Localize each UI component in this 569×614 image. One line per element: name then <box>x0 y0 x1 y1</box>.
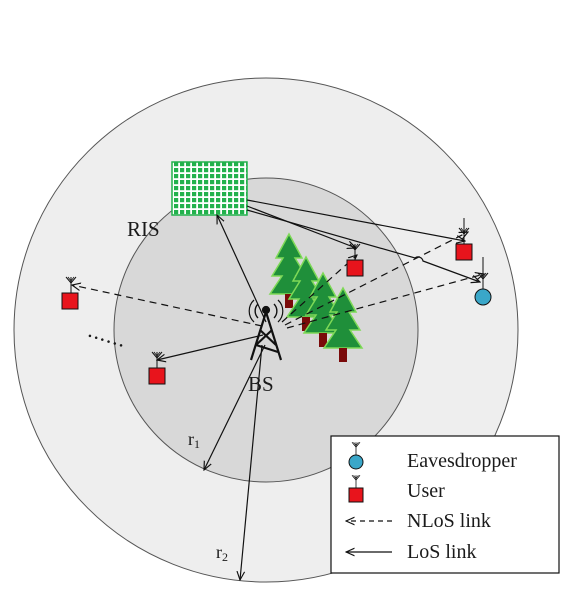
legend-item-nlos: NLoS link <box>346 510 491 532</box>
nlos-links <box>72 232 484 329</box>
los-link-ris-user <box>246 199 465 241</box>
legend: Eavesdropper User NLoS link LoS link <box>330 435 560 574</box>
user-icon <box>148 367 166 385</box>
los-link-ris-user <box>246 205 356 248</box>
nlos-link-bs-eavesdropper <box>286 274 484 329</box>
legend-label-los: LoS link <box>407 541 476 563</box>
r1-label: r1 <box>188 429 200 451</box>
user-icon <box>346 259 364 277</box>
bs-label: BS <box>248 372 274 396</box>
user-icon <box>348 487 364 503</box>
ris-panel-icon <box>171 161 248 216</box>
eavesdropper-icon <box>474 288 492 306</box>
legend-item-user: User <box>348 474 445 503</box>
user-inner-left <box>148 351 166 385</box>
los-link-bs-user <box>157 334 264 360</box>
legend-label-nlos: NLoS link <box>407 510 491 532</box>
user-icon <box>61 292 79 310</box>
user-icon <box>455 243 473 261</box>
eavesdropper <box>474 257 492 306</box>
user-outer-right <box>455 218 473 261</box>
eavesdropper-icon <box>348 454 364 470</box>
user-outer-left <box>61 276 79 310</box>
legend-label-eavesdropper: Eavesdropper <box>407 450 517 472</box>
ris-label: RIS <box>127 217 160 241</box>
nlos-link-bs-user <box>284 232 468 326</box>
antenna-icon <box>477 257 489 290</box>
radius-r2-arrow <box>240 344 263 580</box>
nlos-link-bs-user <box>72 285 263 327</box>
r2-label: r2 <box>216 542 228 564</box>
legend-item-los: LoS link <box>346 541 476 563</box>
legend-label-user: User <box>407 480 445 502</box>
base-station-icon <box>248 299 284 361</box>
inner-coverage-disc <box>113 177 419 483</box>
antenna-icon <box>458 218 470 245</box>
radius-r1-arrow <box>204 344 266 470</box>
legend-item-eavesdropper: Eavesdropper <box>348 441 517 472</box>
nlos-link-bs-user <box>281 255 357 323</box>
user-near-trees <box>346 243 364 277</box>
los-link-ris-eavesdropper <box>246 209 480 282</box>
legend-box <box>330 435 560 574</box>
